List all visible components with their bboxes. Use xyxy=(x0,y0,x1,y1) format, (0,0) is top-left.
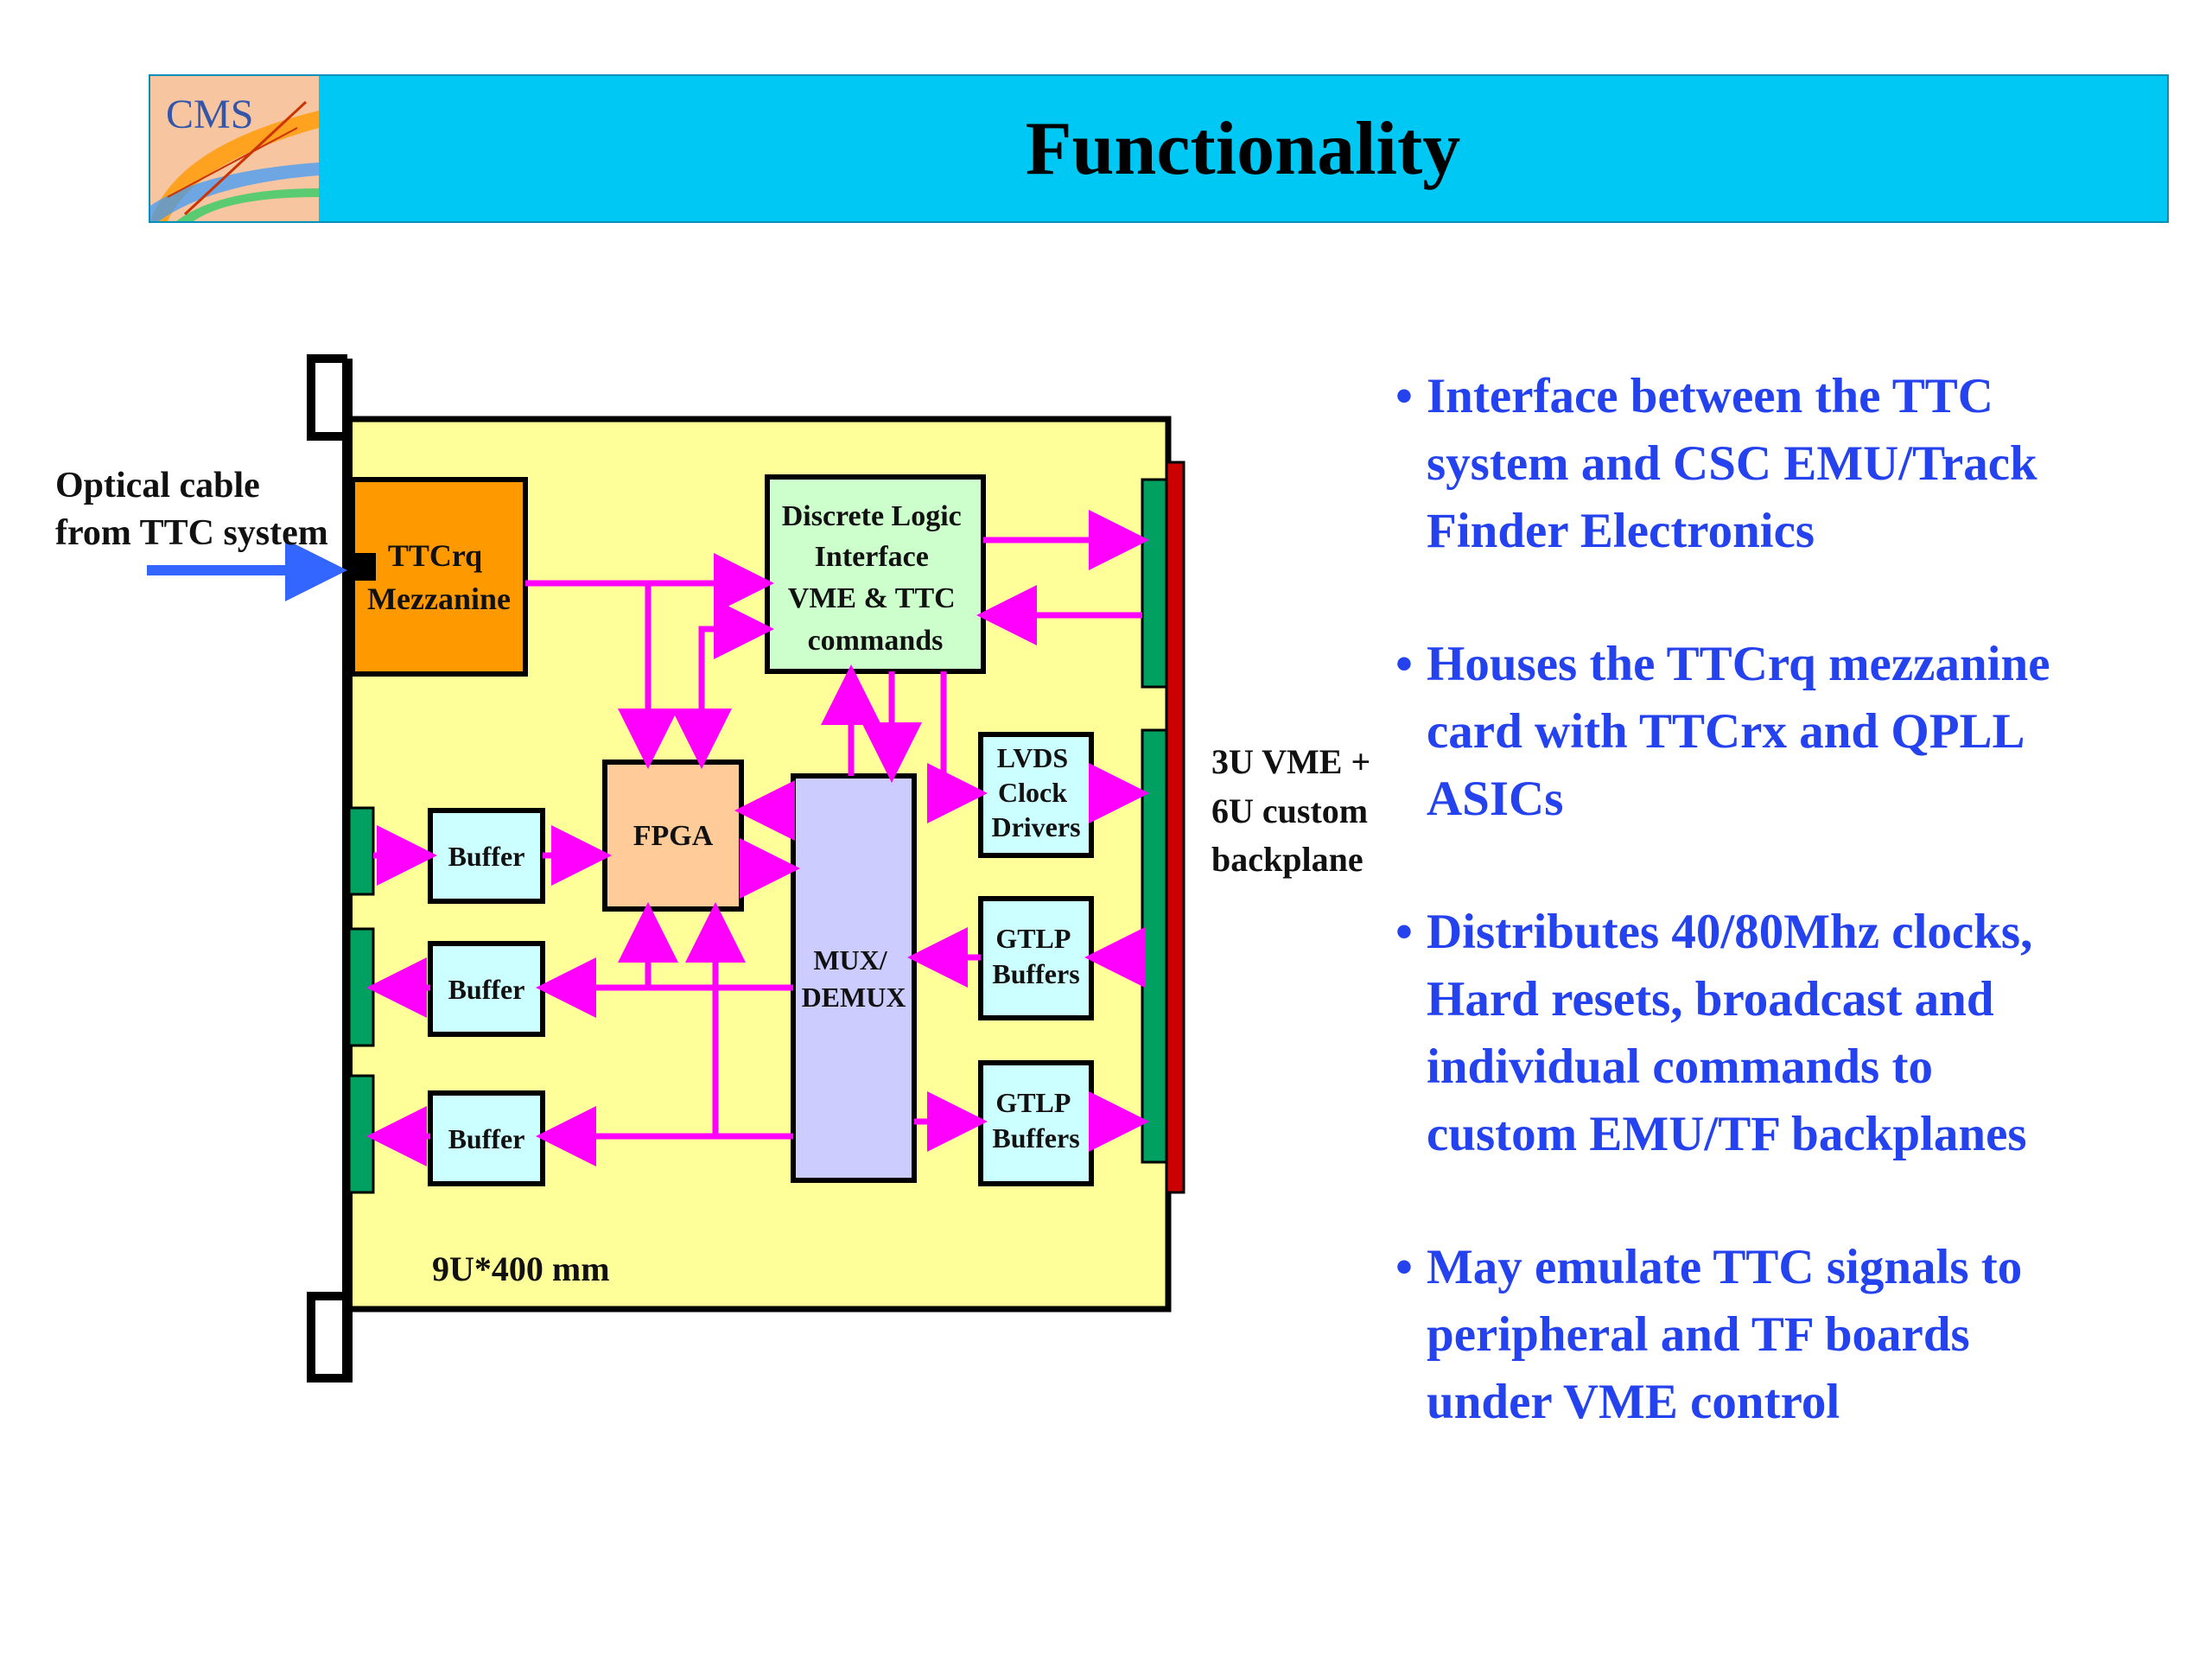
front-connector-3 xyxy=(347,1074,375,1194)
cms-logo: CMS xyxy=(150,76,319,221)
backplane-label: 3U VME + 6U custom backplane xyxy=(1211,742,1379,879)
ttcrq-label: TTCrq Mezzanine xyxy=(367,538,511,616)
bullet-line: individual commands to xyxy=(1427,1039,1933,1094)
ttcrq-mezzanine-block xyxy=(350,477,528,677)
board-block-diagram: Optical cable from TTC system TTCrq Mezz… xyxy=(55,354,1379,1382)
bullet-item: • Distributes 40/80Mhz clocks, Hard rese… xyxy=(1395,899,2173,1168)
bottom-handle xyxy=(307,1292,347,1382)
bullet-line: card with TTCrx and QPLL xyxy=(1427,704,2025,759)
mux-demux-label: MUX/ DEMUX xyxy=(802,944,906,1013)
bullet-item: • Houses the TTCrq mezzanine card with T… xyxy=(1395,631,2173,833)
bullet-line: Interface between the TTC xyxy=(1427,369,1993,423)
gtlp-2-label: GTLP Buffers xyxy=(992,1087,1079,1154)
bullet-dot: • xyxy=(1395,637,1413,691)
lvds-label: LVDS Clock Drivers xyxy=(991,742,1080,842)
title-bar: CMS Functionality xyxy=(149,74,2169,223)
bullet-line: Finder Electronics xyxy=(1427,504,1815,558)
bullet-line: Distributes 40/80Mhz clocks, xyxy=(1427,905,2033,959)
fpga-label: FPGA xyxy=(633,820,714,852)
buffer-block-2 xyxy=(428,941,545,1037)
front-connector-2 xyxy=(347,927,375,1047)
backplane-edge xyxy=(1165,461,1185,1194)
front-connector-1 xyxy=(347,806,375,896)
bullet-line: system and CSC EMU/Track xyxy=(1427,436,2037,491)
gtlp-1-label: GTLP Buffers xyxy=(992,923,1079,989)
buffer-1-label: Buffer xyxy=(448,841,525,872)
board-size-label: 9U*400 mm xyxy=(432,1249,610,1288)
bullet-line: Hard resets, broadcast and xyxy=(1427,972,1994,1027)
signal-lines xyxy=(366,510,1149,1166)
optical-connector xyxy=(350,553,376,581)
page-title: Functionality xyxy=(1025,106,1461,191)
bullet-line: custom EMU/TF backplanes xyxy=(1427,1107,2027,1161)
bullet-line: ASICs xyxy=(1427,772,1564,826)
bullet-list: • Interface between the TTC system and C… xyxy=(1395,363,2173,1502)
mux-demux-block xyxy=(791,773,917,1183)
bullet-dot: • xyxy=(1395,905,1413,959)
sig-discrete-to-lvds xyxy=(927,671,988,823)
buffer-block-3 xyxy=(428,1090,545,1186)
discrete-logic-label: Discrete Logic Interface VME & TTC comma… xyxy=(782,500,969,657)
bullet-line: under VME control xyxy=(1427,1375,1840,1429)
bullet-line: Houses the TTCrq mezzanine xyxy=(1427,637,2050,691)
buffer-3-label: Buffer xyxy=(448,1123,525,1154)
bullet-line: peripheral and TF boards xyxy=(1427,1307,1970,1362)
bullet-line: May emulate TTC signals to xyxy=(1427,1240,2023,1294)
top-handle xyxy=(307,354,347,441)
backplane-connector-top xyxy=(1141,478,1168,689)
bullet-dot: • xyxy=(1395,369,1413,423)
buffer-2-label: Buffer xyxy=(448,974,525,1005)
cms-logo-text: CMS xyxy=(166,92,253,137)
bullet-item: • Interface between the TTC system and C… xyxy=(1395,363,2173,565)
optical-cable-label: Optical cable from TTC system xyxy=(55,466,328,553)
bullet-dot: • xyxy=(1395,1240,1413,1294)
bullet-item: • May emulate TTC signals to peripheral … xyxy=(1395,1234,2173,1436)
backplane-connector-bottom xyxy=(1141,728,1168,1164)
